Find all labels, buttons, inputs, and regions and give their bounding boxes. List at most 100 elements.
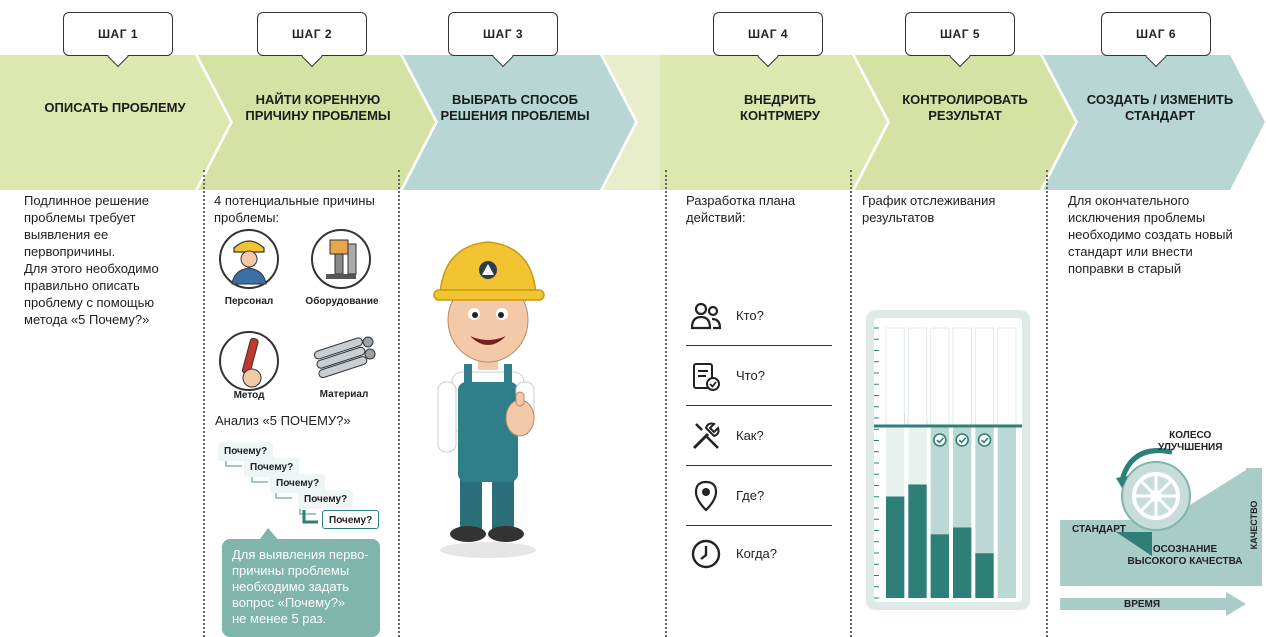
method-icon: [219, 331, 279, 391]
step-5-title-line2: РЕЗУЛЬТАТ: [928, 108, 1002, 123]
plan-where-label: Где?: [736, 488, 765, 503]
step-5-heading-line: результатов: [862, 210, 935, 225]
plan-row-who: Кто?: [686, 288, 832, 346]
worker-character-illustration: [433, 241, 545, 558]
plan-how-label: Как?: [736, 428, 764, 443]
process-chevron-band: [0, 55, 1265, 190]
step-1-line: проблему с помощью: [24, 295, 155, 310]
improvement-wheel-diagram: [1060, 448, 1262, 616]
step-6-tag: ШАГ 6: [1101, 12, 1211, 56]
step-5-tag: ШАГ 5: [905, 12, 1015, 56]
results-chart-area: [874, 318, 1022, 602]
step-1-line: проблемы требует: [24, 210, 136, 225]
step-1-line: первопричины.: [24, 244, 116, 259]
check-mark: [980, 437, 989, 444]
why-box-3: Почему?: [270, 474, 326, 493]
step-3-tag: ШАГ 3: [448, 12, 558, 56]
plan-who-label: Кто?: [736, 308, 764, 323]
awareness-line: ВЫСОКОГО КАЧЕСТВА: [1127, 556, 1243, 567]
step-4-heading-line: действий:: [686, 210, 746, 225]
step-6-heading-line: поправки в старый: [1068, 261, 1182, 276]
step-6-heading-line: исключения проблемы: [1068, 210, 1206, 225]
step-4-heading: Разработка плана действий:: [686, 192, 836, 226]
bar-track: [997, 426, 1016, 598]
five-whys-title: Анализ «5 ПОЧЕМУ?»: [215, 413, 351, 428]
step-6-heading-line: стандарт или внести: [1068, 244, 1193, 259]
plan-row-how: Как?: [686, 408, 832, 466]
note-line: вопрос «Почему?»: [232, 595, 346, 610]
note-line: Для выявления перво-: [232, 547, 369, 562]
step-3-title-line2: РЕШЕНИЯ ПРОБЛЕМЫ: [440, 108, 590, 123]
results-chart-frame: [866, 310, 1030, 610]
plan-row-where: Где?: [686, 468, 832, 526]
step-1-title: ОПИСАТЬ ПРОБЛЕМУ: [20, 100, 210, 116]
plan-what-label: Что?: [736, 368, 765, 383]
wheel-label: КОЛЕСО УЛУЧШЕНИЯ: [1158, 430, 1222, 454]
wheel-label-line: КОЛЕСО: [1169, 430, 1212, 441]
step-1-tag: ШАГ 1: [63, 12, 173, 56]
people-icon: [690, 302, 722, 330]
personnel-icon: [219, 229, 279, 289]
five-whys-note: Для выявления перво- причины проблемы не…: [222, 539, 380, 637]
step-1-line: метода «5 Почему?»: [24, 312, 150, 327]
why-box-5: Почему?: [322, 510, 380, 529]
step-1-line: правильно описать: [24, 278, 140, 293]
chevron-gap: [603, 55, 660, 190]
column-divider-4: [850, 170, 852, 637]
step-6-title: СОЗДАТЬ / ИЗМЕНИТЬ СТАНДАРТ: [1060, 92, 1260, 124]
tools-icon: [692, 422, 720, 450]
step-2-title: НАЙТИ КОРЕННУЮ ПРИЧИНУ ПРОБЛЕМЫ: [218, 92, 418, 124]
cause-personnel-label: Персонал: [224, 296, 274, 307]
upper-column: [952, 327, 972, 427]
step-4-heading-line: Разработка плана: [686, 193, 796, 208]
step-2-title-line2: ПРИЧИНУ ПРОБЛЕМЫ: [245, 108, 391, 123]
upper-column: [974, 327, 995, 427]
upper-column: [930, 327, 950, 427]
step-5-heading: График отслеживания результатов: [862, 192, 1032, 226]
step-3-title: ВЫБРАТЬ СПОСОБ РЕШЕНИЯ ПРОБЛЕМЫ: [415, 92, 615, 124]
target-check-icon: [933, 433, 947, 447]
clock-icon: [691, 539, 721, 569]
target-check-icon: [955, 433, 969, 447]
step-6-heading: Для окончательного исключения проблемы н…: [1068, 192, 1248, 277]
why-box-2: Почему?: [244, 458, 300, 477]
quality-label: КАЧЕСТВО: [1249, 500, 1259, 550]
note-pointer: [258, 528, 280, 542]
result-bar: [953, 527, 972, 598]
plan-when-label: Когда?: [736, 546, 778, 561]
wheel-label-line: УЛУЧШЕНИЯ: [1158, 442, 1223, 453]
upper-column: [997, 327, 1017, 427]
location-pin-icon: [694, 480, 718, 512]
equipment-icon: [311, 229, 371, 289]
chevron-step-3: [403, 55, 635, 190]
awareness-label: ОСОЗНАНИЕ ВЫСОКОГО КАЧЕСТВА: [1120, 544, 1250, 568]
chevron-step-4: [660, 55, 887, 190]
step-2-heading: 4 потенциальные причины проблемы:: [214, 192, 394, 226]
cause-method-label: Метод: [233, 390, 265, 401]
step-6-heading-line: Для окончательного: [1068, 193, 1190, 208]
step-1-line: Для этого необходимо: [24, 261, 159, 276]
check-mark: [958, 437, 967, 444]
step-5-title: КОНТРОЛИРОВАТЬ РЕЗУЛЬТАТ: [870, 92, 1060, 124]
standard-label: СТАНДАРТ: [1072, 524, 1126, 535]
step-3-title-line1: ВЫБРАТЬ СПОСОБ: [452, 92, 578, 107]
note-line: не менее 5 раз.: [232, 611, 327, 626]
time-label: ВРЕМЯ: [1124, 599, 1161, 610]
cause-material-label: Материал: [319, 389, 369, 400]
step-2-tag: ШАГ 2: [257, 12, 367, 56]
check-mark: [936, 437, 944, 444]
chevron-step-6: [1043, 55, 1265, 190]
result-bar: [930, 534, 949, 598]
step-1-description: Подлинное решение проблемы требует выявл…: [24, 192, 199, 328]
column-divider-1: [203, 170, 205, 637]
step-2-title-line1: НАЙТИ КОРЕННУЮ: [255, 92, 381, 107]
step-4-title: ВНЕДРИТЬ КОНТРМЕРУ: [690, 92, 870, 124]
clipboard-check-icon: [693, 363, 720, 391]
column-divider-2: [398, 170, 400, 637]
why-box-1: Почему?: [218, 442, 274, 461]
result-bar: [908, 484, 927, 598]
results-bar-chart: [874, 327, 1022, 599]
step-4-title-line2: КОНТРМЕРУ: [740, 108, 820, 123]
upper-column: [885, 327, 905, 427]
chevron-step-5: [855, 55, 1075, 190]
